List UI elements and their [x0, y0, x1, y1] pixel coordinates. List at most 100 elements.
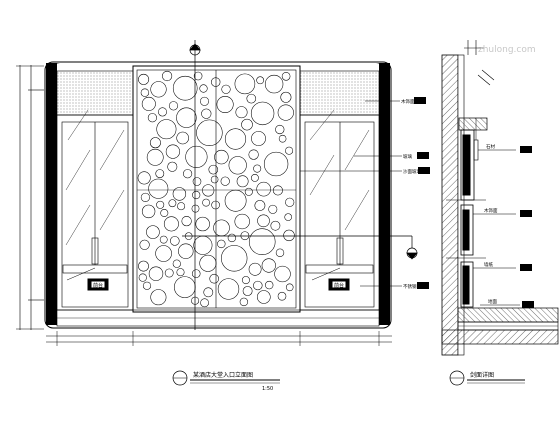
screen-circle — [201, 108, 212, 119]
screen-circle — [192, 190, 201, 200]
plaque-right: 前台 — [334, 282, 344, 289]
screen-circle — [265, 280, 274, 290]
screen-circle — [140, 192, 150, 202]
screen-circle — [155, 245, 172, 262]
screen-circle — [246, 93, 257, 104]
screen-circle — [263, 151, 289, 177]
screen-circle — [224, 189, 247, 212]
screen-circle — [234, 213, 250, 230]
screen-circle — [142, 281, 152, 290]
section-label-2: 木饰面 — [484, 207, 498, 214]
screen-circle — [160, 209, 169, 217]
screen-circle — [168, 199, 177, 208]
screen-circle — [241, 276, 250, 285]
screen-circle — [248, 228, 276, 255]
screen-circle — [236, 175, 249, 188]
screen-circle — [183, 169, 193, 179]
screen-circle — [278, 134, 287, 143]
elevation-title: 某酒店大堂入口立面图 — [193, 371, 253, 379]
screen-circle — [248, 262, 262, 276]
screen-circle — [193, 71, 203, 81]
screen-circle — [165, 144, 180, 159]
screen-circle — [140, 88, 150, 97]
screen-circle — [235, 106, 248, 119]
screen-circle — [220, 176, 230, 186]
screen-circle — [147, 113, 157, 123]
screen-circle — [164, 268, 174, 278]
screen-circle — [176, 131, 189, 145]
screen-circle — [239, 297, 249, 307]
screen-circle — [210, 175, 219, 184]
screen-circle — [155, 169, 165, 178]
screen-circle — [167, 161, 178, 172]
screen-circle — [177, 202, 186, 211]
screen-circle — [272, 185, 283, 196]
screen-circle — [285, 146, 294, 155]
screen-circle — [257, 214, 270, 228]
screen-circle — [242, 286, 253, 296]
screen-circle — [146, 225, 160, 239]
label-top-right: 木饰面 — [401, 98, 415, 105]
screen-circle — [214, 149, 229, 165]
screen-circle — [283, 229, 295, 242]
central-circle-screen — [132, 65, 301, 313]
section-title-block — [449, 370, 525, 386]
screen-circle — [221, 245, 248, 272]
screen-circle — [228, 156, 247, 175]
screen-circle — [244, 187, 253, 196]
screen-circle — [149, 137, 161, 149]
screen-circle — [280, 91, 292, 103]
section-title: 剑面详图 — [470, 371, 494, 379]
screen-circle — [191, 269, 201, 278]
screen-circle — [200, 298, 209, 308]
screen-circle — [256, 76, 265, 85]
screen-circle — [209, 273, 219, 284]
screen-circle — [172, 259, 181, 268]
screen-circle — [285, 197, 295, 207]
screen-circle — [162, 70, 173, 82]
screen-circle — [174, 276, 196, 298]
screen-circle — [257, 290, 271, 304]
screen-circle — [216, 96, 234, 113]
watermark: zhulong.com — [478, 45, 536, 55]
screen-circle — [138, 73, 150, 85]
screen-circle — [156, 119, 177, 140]
screen-circle — [139, 239, 150, 250]
screen-circle — [138, 273, 147, 282]
screen-circle — [203, 287, 214, 298]
screen-circle — [181, 216, 192, 227]
screen-circle — [217, 239, 226, 249]
annotation-leaders — [300, 100, 402, 287]
screen-circle — [185, 145, 208, 168]
screen-circle — [274, 265, 291, 283]
screen-circle — [251, 174, 259, 182]
screen-circle — [172, 75, 198, 101]
screen-circle — [148, 178, 169, 199]
screen-circle — [202, 184, 215, 197]
section-label-3: 墙纸 — [484, 261, 493, 268]
screen-circle — [148, 266, 164, 281]
screen-circle — [211, 200, 220, 210]
screen-circle — [193, 235, 213, 255]
section-detail — [441, 40, 559, 356]
left-glass-door — [56, 109, 134, 311]
screen-circle — [277, 291, 287, 301]
screen-circle — [150, 81, 167, 98]
screen-circle — [234, 73, 256, 95]
label-mid-right-1: 玻璃 — [403, 153, 412, 160]
screen-circle — [196, 119, 223, 146]
screen-circle — [146, 148, 164, 166]
plaque-left: 前台 — [93, 282, 103, 289]
elevation-scale: 1:50 — [262, 386, 273, 392]
base-and-bottom-dimension — [46, 309, 392, 346]
screen-circle — [178, 243, 194, 259]
screen-circle — [256, 181, 271, 197]
screen-circle — [191, 204, 200, 213]
screen-circle — [172, 187, 187, 201]
label-mid-right-2: 沙面玻璃 — [403, 168, 421, 175]
screen-circle — [285, 283, 294, 292]
screen-circle — [138, 260, 149, 272]
screen-circle — [217, 278, 240, 300]
section-tags — [520, 146, 534, 308]
